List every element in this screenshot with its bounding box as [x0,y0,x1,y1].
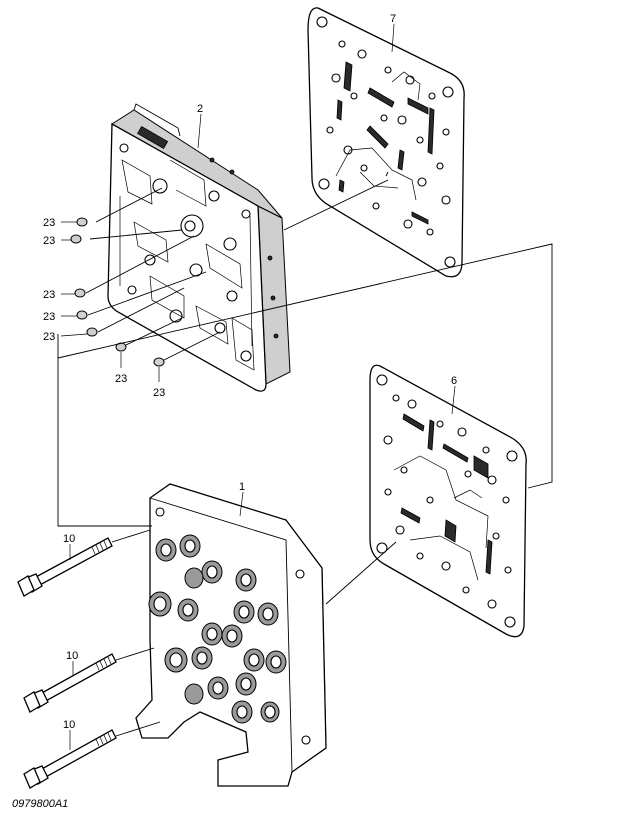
callout-10-upper: 10 [63,533,75,545]
callout-23-e: 23 [43,331,55,343]
callout-2: 2 [197,103,203,115]
callout-7: 7 [390,13,396,25]
callout-23-f: 23 [115,373,127,385]
callout-23-a: 23 [43,217,55,229]
callout-6: 6 [451,375,457,387]
main-body [135,483,327,787]
bolt-middle [23,653,117,713]
figure-code: 0979800A1 [12,798,68,810]
valve-body [107,103,291,392]
bolt-lower [23,729,117,789]
callout-10-lower: 10 [63,719,75,731]
separator-plate-lower [369,364,527,638]
bolts [17,537,117,789]
callout-1: 1 [239,481,245,493]
callout-10-middle: 10 [66,650,78,662]
callout-23-g: 23 [153,387,165,399]
plug-seals [70,217,165,367]
callout-23-c: 23 [43,289,55,301]
leader-lines [57,179,553,737]
bolt-upper [17,537,113,597]
callouts: 7 2 6 1 10 10 10 23 23 23 23 23 23 23 [43,13,457,750]
callout-23-d: 23 [43,311,55,323]
callout-23-b: 23 [43,235,55,247]
separator-plate-upper [307,7,465,278]
